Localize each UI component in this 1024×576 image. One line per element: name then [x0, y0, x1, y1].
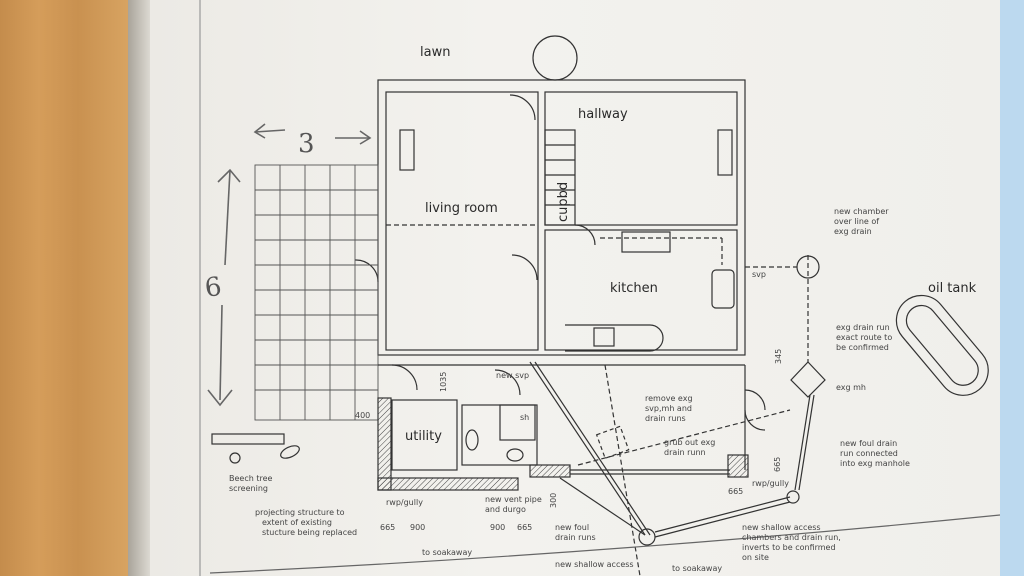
- label-kitchen: kitchen: [610, 281, 658, 296]
- note-to-soakaway-left: to soakaway: [422, 548, 472, 557]
- note-line: be confirmed: [836, 343, 889, 352]
- note-line: inverts to be confirmed: [742, 543, 836, 552]
- label-cupboard: cupbd: [556, 182, 571, 222]
- dim-300: 300: [549, 493, 558, 508]
- dim-345: 345: [774, 349, 783, 364]
- kitchen-walls: [544, 229, 738, 351]
- dim-665-vertical: 665: [773, 457, 782, 472]
- beech-screening-shape: [211, 433, 285, 445]
- dim-665-b: 665: [517, 523, 532, 532]
- note-line: new foul: [555, 523, 589, 532]
- note-new-svp: new svp: [496, 371, 529, 380]
- drain-runs: [529, 255, 826, 576]
- existing-manhole: [790, 361, 826, 398]
- label-shower: sh: [520, 413, 529, 422]
- note-exg-mh: exg mh: [836, 383, 866, 392]
- note-projecting-structure: projecting structure to extent of existi…: [255, 508, 357, 537]
- note-line: drain runn: [664, 448, 706, 457]
- note-grub-out: grub out exg drain runn: [664, 438, 715, 457]
- note-line: drain runs: [555, 533, 596, 542]
- note-new-chamber: new chamber over line of exg drain: [834, 207, 889, 236]
- note-line: drain runs: [645, 414, 686, 423]
- handwritten-width: 3: [298, 129, 315, 159]
- oil-tank-shape: [895, 294, 989, 396]
- label-oil-tank: oil tank: [928, 281, 977, 296]
- note-line: Beech tree: [229, 474, 273, 483]
- front-porch-circle: [532, 35, 578, 81]
- shower: [499, 404, 536, 441]
- note-line: exact route to: [836, 333, 892, 342]
- handwritten-dimension-arrows: [207, 123, 372, 407]
- floor-plan-sheet: [150, 0, 1000, 576]
- patio-grid: [254, 164, 379, 421]
- note-remove-exg: remove exg svp,mh and drain runs: [645, 394, 693, 423]
- note-line: extent of existing: [262, 518, 332, 527]
- handwritten-length: 6: [203, 272, 224, 304]
- note-line: stucture being replaced: [262, 528, 357, 537]
- note-line: screening: [229, 484, 268, 493]
- note-rwp-gully-left: rwp/gully: [386, 498, 423, 507]
- wooden-desk-surface: [0, 0, 130, 576]
- note-rwp-gully-right: rwp/gully: [752, 479, 789, 488]
- note-to-soakaway-right: to soakaway: [672, 564, 722, 573]
- note-new-shallow-access-bottom: new shallow access: [555, 560, 634, 569]
- dim-900-a: 900: [410, 523, 425, 532]
- dim-665-a: 665: [380, 523, 395, 532]
- dim-665-horizontal: 665: [728, 487, 743, 496]
- note-svp: svp: [752, 270, 766, 279]
- note-line: new chamber: [834, 207, 889, 216]
- label-hallway: hallway: [578, 107, 628, 122]
- sink: [711, 269, 735, 309]
- hob: [593, 327, 615, 347]
- note-new-shallow-access-right: new shallow access chambers and drain ru…: [742, 523, 841, 562]
- label-living-room: living room: [425, 201, 498, 216]
- note-line: exg drain: [834, 227, 872, 236]
- note-line: remove exg: [645, 394, 693, 403]
- note-new-foul-drain-runs: new foul drain runs: [555, 523, 596, 542]
- dim-1035: 1035: [439, 372, 448, 392]
- dim-900-b: 900: [490, 523, 505, 532]
- rear-extension: [377, 364, 766, 491]
- note-line: new foul drain: [840, 439, 897, 448]
- note-line: and durgo: [485, 505, 526, 514]
- note-line: into exg manhole: [840, 459, 910, 468]
- living-room-walls: [385, 91, 539, 351]
- note-line: over line of: [834, 217, 879, 226]
- paper-shadow: [128, 0, 150, 576]
- staircase: [544, 129, 576, 226]
- note-line: run connected: [840, 449, 898, 458]
- note-line: grub out exg: [664, 438, 715, 447]
- note-exg-drain-run: exg drain run exact route to be confirme…: [836, 323, 892, 352]
- note-new-foul-drain-connected: new foul drain run connected into exg ma…: [840, 439, 910, 468]
- note-beech-screening: Beech tree screening: [229, 474, 273, 493]
- note-line: new vent pipe: [485, 495, 542, 504]
- dim-400: 400: [355, 411, 370, 420]
- label-utility: utility: [405, 429, 442, 444]
- note-line: exg drain run: [836, 323, 890, 332]
- note-new-vent-pipe: new vent pipe and durgo: [485, 495, 542, 514]
- note-line: new shallow access: [742, 523, 821, 532]
- note-line: on site: [742, 553, 769, 562]
- note-line: svp,mh and: [645, 404, 692, 413]
- note-line: chambers and drain run,: [742, 533, 841, 542]
- label-lawn: lawn: [420, 45, 450, 60]
- note-line: projecting structure to: [255, 508, 345, 517]
- background-edge: [1000, 0, 1024, 576]
